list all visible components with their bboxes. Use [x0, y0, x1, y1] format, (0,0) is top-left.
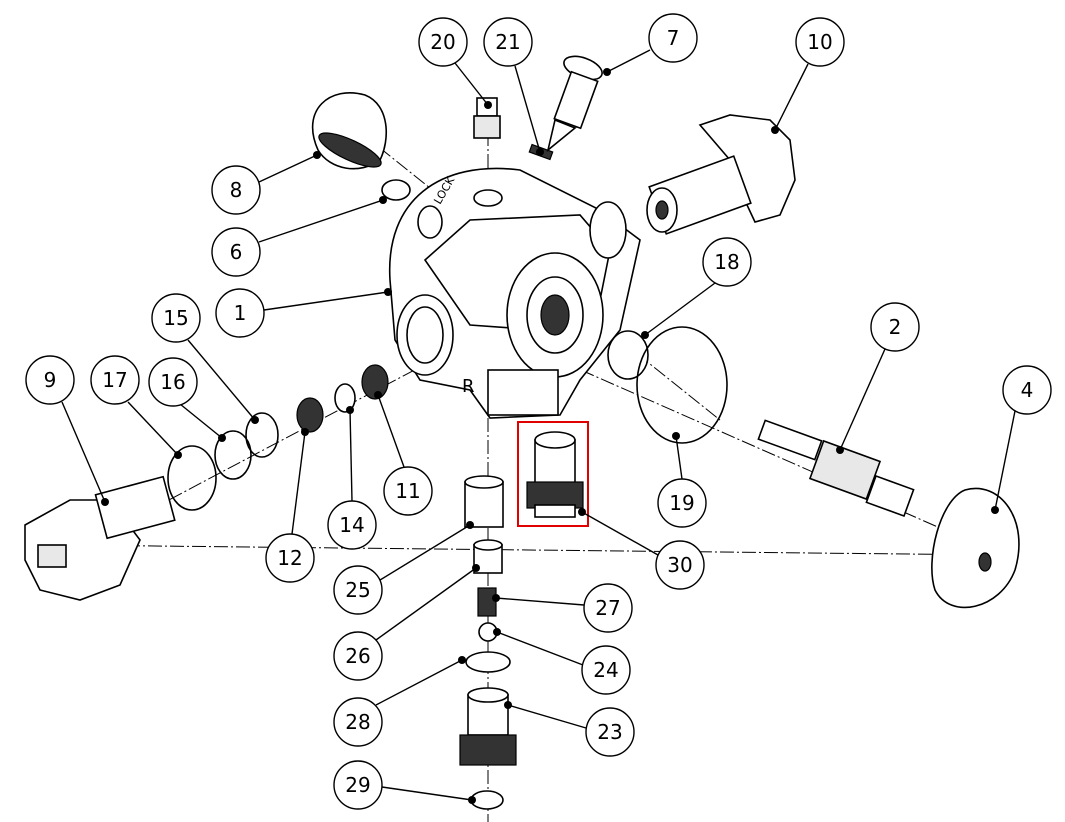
callout-label: 18: [714, 250, 739, 274]
callout-label: 26: [345, 644, 370, 668]
cartridge-part-30: [526, 431, 584, 518]
cap-part-8: [311, 92, 388, 170]
callout-label: 28: [345, 710, 370, 734]
horizontal-axis-line: [59, 544, 1001, 556]
seat-part-11: [361, 364, 389, 400]
callout-label: 19: [669, 491, 694, 515]
washer-part-28: [465, 651, 511, 673]
callout-label: 8: [230, 178, 243, 202]
stem-part-2: [757, 419, 915, 518]
knob-part-4: [931, 487, 1020, 609]
callout-27: 27: [583, 583, 633, 633]
plug-part-26: [473, 539, 503, 574]
callout-label: 25: [345, 578, 370, 602]
callout-label: 4: [1021, 378, 1034, 402]
callout-label: 11: [395, 479, 420, 503]
callout-label: 20: [430, 30, 455, 54]
callout-21: 21: [483, 17, 533, 67]
sleeve-part-25: [464, 475, 504, 528]
callout-26: 26: [333, 631, 383, 681]
spring-part-27: [477, 587, 497, 617]
o-ring-part-17: [167, 445, 217, 511]
callout-10: 10: [795, 17, 845, 67]
callout-15: 15: [151, 293, 201, 343]
callout-19: 19: [657, 478, 707, 528]
callout-20: 20: [418, 17, 468, 67]
callout-24: 24: [581, 645, 631, 695]
callout-18: 18: [702, 237, 752, 287]
seat-part-23: [459, 687, 517, 766]
o-ring-part-16: [214, 430, 252, 480]
knob-part-10: [646, 114, 796, 235]
callout-1: 1: [215, 288, 265, 338]
callout-11: 11: [383, 466, 433, 516]
callout-9: 9: [25, 355, 75, 405]
callout-label: 23: [597, 720, 622, 744]
callout-label: 24: [593, 658, 618, 682]
callout-label: 9: [44, 368, 57, 392]
callout-label: 12: [277, 546, 302, 570]
diagonal-axis-line-2: [344, 119, 721, 421]
callout-25: 25: [333, 565, 383, 615]
callout-label: 21: [495, 30, 520, 54]
o-ring-part-15: [245, 412, 279, 458]
r-engraving: R: [462, 376, 475, 397]
valve-body-part-1: LOCK R: [388, 167, 641, 419]
spring-part-12: [296, 397, 324, 433]
callout-4: 4: [1002, 365, 1052, 415]
o-ring-part-19: [636, 326, 728, 444]
callout-2: 2: [870, 302, 920, 352]
callout-label: 29: [345, 773, 370, 797]
callout-label: 14: [339, 513, 364, 537]
highlight-box: [517, 421, 589, 527]
callout-30: 30: [655, 540, 705, 590]
callout-label: 16: [160, 370, 185, 394]
callout-12: 12: [265, 533, 315, 583]
callout-16: 16: [148, 357, 198, 407]
callout-label: 7: [667, 26, 680, 50]
callout-label: 10: [807, 30, 832, 54]
leader-lines: [61, 49, 1016, 804]
knob-part-9: [24, 475, 176, 601]
o-ring-part-6: [381, 179, 411, 201]
callout-6: 6: [211, 227, 261, 277]
callout-14: 14: [327, 500, 377, 550]
callout-23: 23: [585, 707, 635, 757]
callout-label: 17: [102, 368, 127, 392]
callout-label: 27: [595, 596, 620, 620]
callout-label: 15: [163, 306, 188, 330]
callout-label: 30: [667, 553, 692, 577]
needle-part-7: [546, 55, 603, 153]
callout-29: 29: [333, 760, 383, 810]
callout-17: 17: [90, 355, 140, 405]
callout-8: 8: [211, 165, 261, 215]
callout-28: 28: [333, 697, 383, 747]
callout-label: 6: [230, 240, 243, 264]
callout-label: 2: [889, 315, 902, 339]
callout-7: 7: [648, 13, 698, 63]
callout-label: 1: [234, 301, 247, 325]
o-ring-part-18: [607, 330, 649, 380]
ring-part-14: [334, 383, 356, 413]
